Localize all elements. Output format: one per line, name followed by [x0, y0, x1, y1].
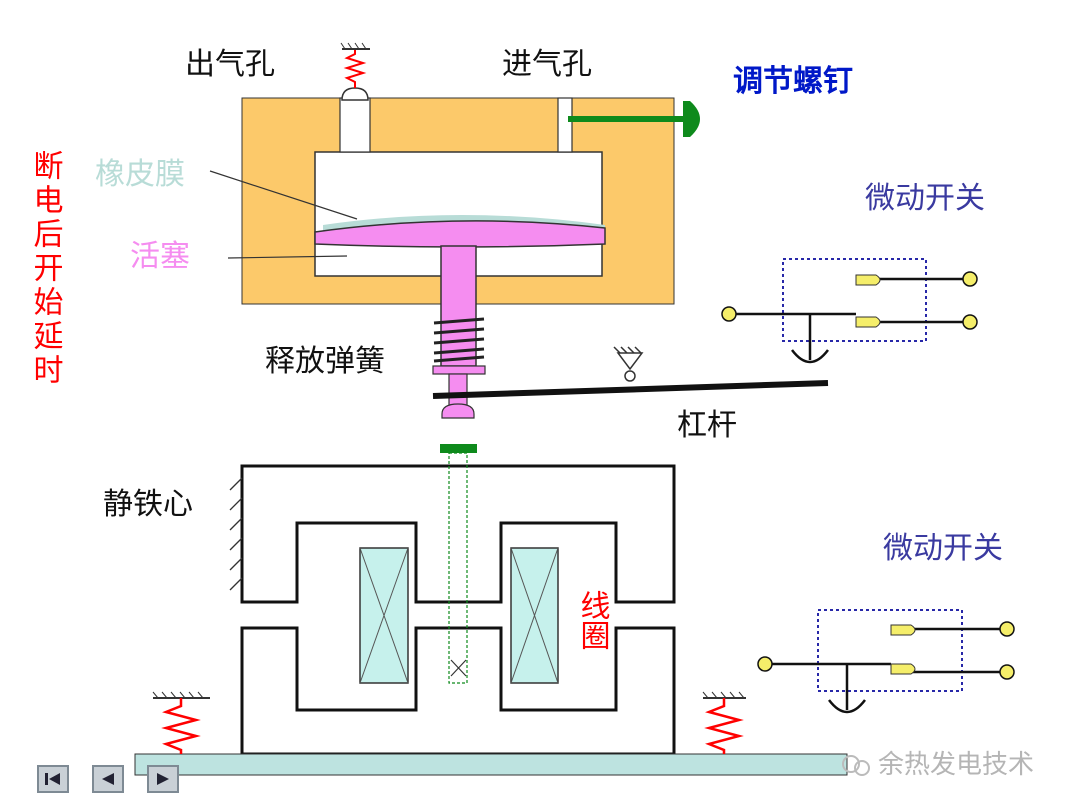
plunger-head	[441, 403, 475, 419]
base-plate	[134, 753, 848, 776]
piston-rod	[440, 245, 477, 367]
coil-label: 线圈	[575, 590, 610, 650]
push-rod	[448, 452, 468, 684]
return-spring-right	[702, 691, 746, 754]
nav-previous-button[interactable]	[92, 765, 124, 793]
first-icon	[45, 773, 60, 785]
static-core-label: 静铁心	[103, 487, 193, 522]
outlet-channel	[339, 97, 371, 153]
diaphragm-label: 橡皮膜	[95, 157, 185, 192]
micro-switch-top	[721, 258, 978, 364]
coil-left	[359, 547, 409, 684]
nav-next-button[interactable]	[147, 765, 179, 793]
release-spring	[433, 317, 485, 363]
outlet-valve	[341, 87, 369, 101]
lever-pivot	[613, 346, 644, 382]
watermark-text: 余热发电技术	[878, 750, 1034, 780]
core-anchor-hatch	[229, 477, 243, 591]
spring-seat	[432, 365, 486, 375]
lever-bar	[432, 380, 829, 399]
push-rod-top	[440, 444, 477, 453]
micro-switch-top-label: 微动开关	[865, 181, 985, 216]
plunger-stem	[448, 373, 468, 407]
micro-switch-bottom	[757, 609, 1015, 714]
armature	[240, 626, 676, 756]
lever-label: 杠杆	[677, 408, 737, 443]
adjust-screw-head	[683, 101, 700, 137]
outlet-hole-label: 出气孔	[185, 47, 275, 82]
coil-right	[510, 547, 559, 684]
previous-icon	[102, 773, 114, 785]
piston-label: 活塞	[130, 239, 190, 274]
piston	[314, 220, 606, 248]
outlet-spring	[343, 49, 367, 88]
watermark: 余热发电技术	[842, 750, 1034, 780]
adjust-screw-label: 调节螺钉	[733, 64, 853, 99]
delay-text: 断电后开始延时	[28, 150, 64, 388]
return-spring-left	[152, 691, 210, 754]
inlet-channel	[557, 97, 573, 153]
next-icon	[157, 773, 169, 785]
micro-switch-bottom-label: 微动开关	[883, 531, 1003, 566]
release-spring-label: 释放弹簧	[265, 344, 385, 379]
inlet-hole-label: 进气孔	[502, 47, 592, 82]
static-core	[240, 464, 676, 604]
nav-first-button[interactable]	[37, 765, 69, 793]
